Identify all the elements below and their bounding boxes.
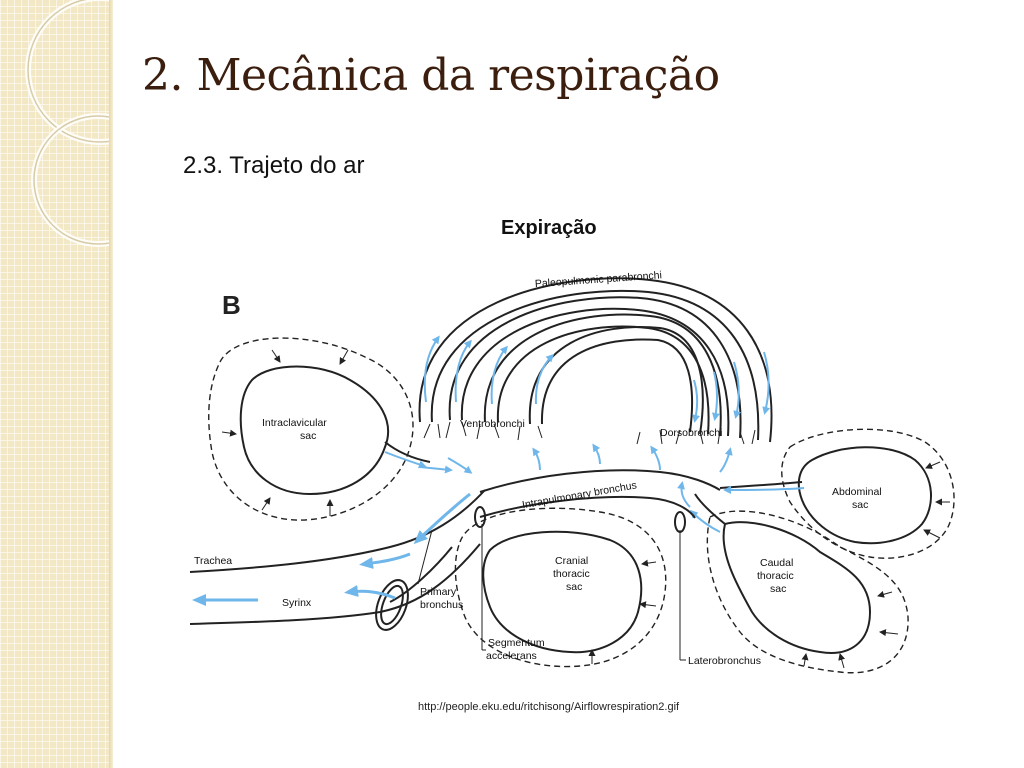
- parabronchi-arches: [418, 277, 773, 445]
- label-segmentum-accelerans-1: Segmentum: [488, 637, 545, 649]
- intraclavicular-sac: [208, 337, 431, 521]
- intrapulmonary-bronchus: [479, 443, 733, 519]
- label-caudal-thoracic-sac-3: sac: [770, 583, 786, 595]
- airflow-diagram: B Paleopulmonic parabronchi Intracla: [189, 269, 955, 674]
- label-primary-bronchus-2: bronchus: [420, 599, 463, 611]
- label-intraclavicular-sac-2: sac: [300, 430, 316, 442]
- label-syrinx: Syrinx: [282, 597, 312, 609]
- label-dorsobronchi: Dorsobronchi: [660, 427, 722, 439]
- sidebar-edge: [109, 0, 113, 768]
- panel-letter: B: [222, 290, 241, 320]
- caudal-thoracic-sac: [689, 493, 909, 674]
- trachea-and-bronchus: [189, 457, 686, 631]
- panel-heading: Expiração: [501, 217, 597, 239]
- label-cranial-thoracic-sac-1: Cranial: [555, 555, 588, 567]
- label-caudal-thoracic-sac-2: thoracic: [757, 570, 794, 582]
- slide-title: 2. Mecânica da respiração: [142, 50, 720, 101]
- sidebar-rings: [25, 0, 113, 247]
- source-url: http://people.eku.edu/ritchisong/Airflow…: [418, 701, 680, 713]
- label-primary-bronchus-1: Primary: [420, 586, 457, 598]
- label-intraclavicular-sac-1: Intraclavicular: [262, 417, 327, 429]
- decorative-sidebar: [0, 0, 113, 768]
- label-laterobronchus: Laterobronchus: [688, 655, 761, 667]
- label-ventrobronchi: Ventrobronchi: [460, 418, 525, 430]
- label-cranial-thoracic-sac-2: thoracic: [553, 568, 590, 580]
- label-leaders: [417, 524, 686, 661]
- label-caudal-thoracic-sac-1: Caudal: [760, 557, 793, 569]
- label-segmentum-accelerans-2: accelerans: [486, 650, 537, 662]
- label-abdominal-sac-1: Abdominal: [832, 486, 882, 498]
- label-trachea: Trachea: [194, 555, 232, 567]
- slide-subtitle: 2.3. Trajeto do ar: [183, 152, 365, 179]
- cranial-thoracic-sac: [454, 507, 667, 668]
- label-paleopulmonic-parabronchi: Paleopulmonic parabronchi: [534, 269, 662, 290]
- label-intrapulmonary-bronchus: Intrapulmonary bronchus: [521, 479, 637, 511]
- label-cranial-thoracic-sac-3: sac: [566, 581, 582, 593]
- label-abdominal-sac-2: sac: [852, 499, 868, 511]
- abdominal-sac: [719, 428, 955, 559]
